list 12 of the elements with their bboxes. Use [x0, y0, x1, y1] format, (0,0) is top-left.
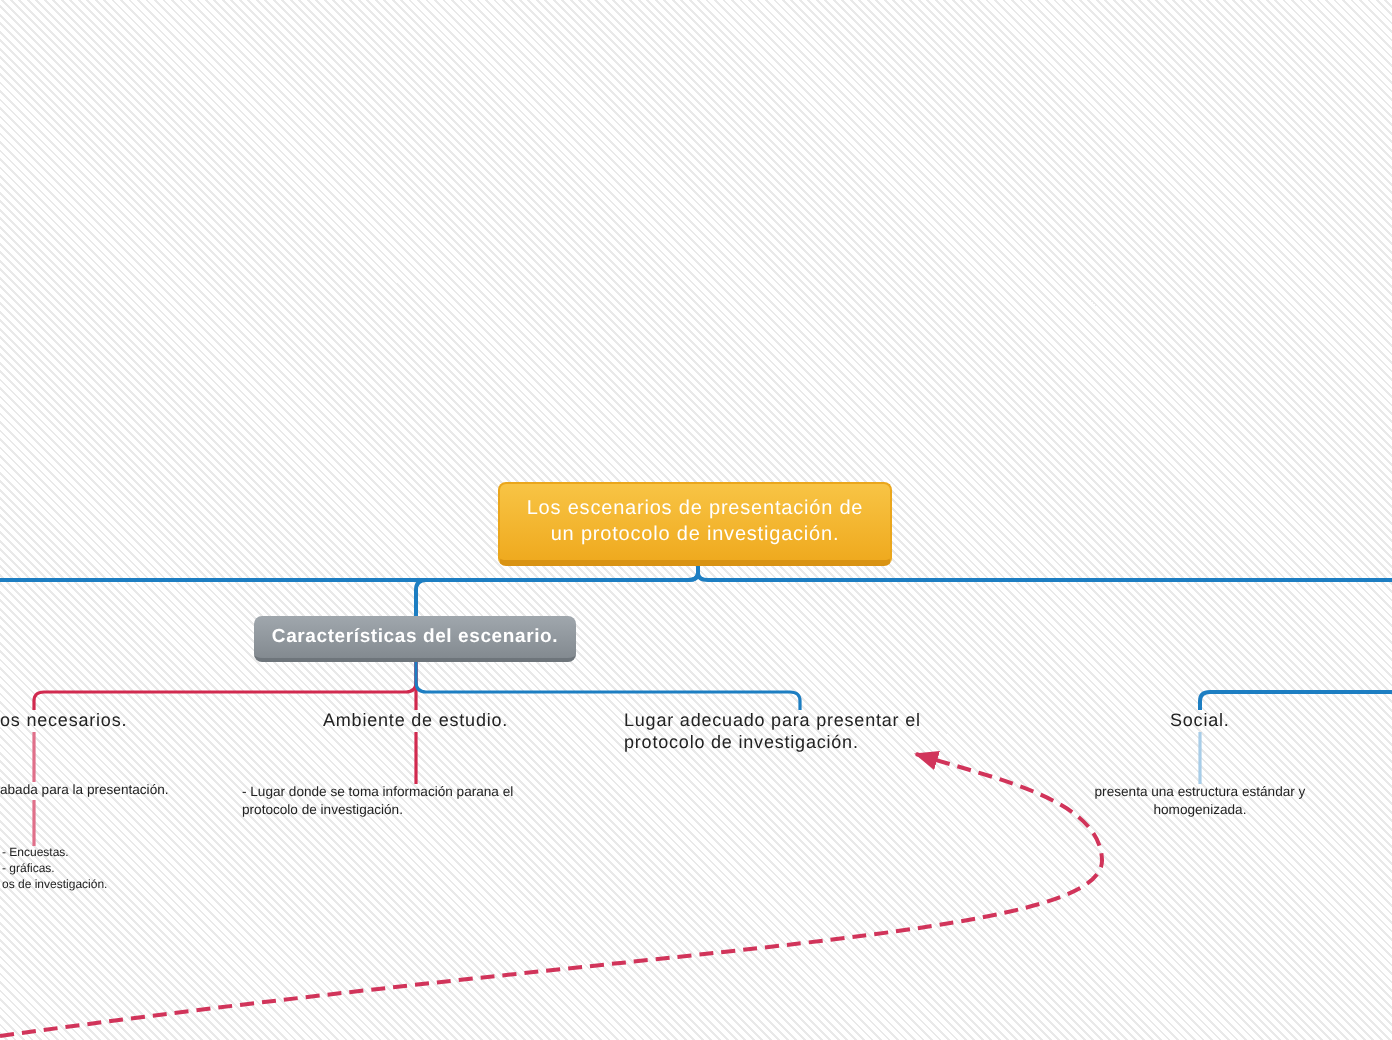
branch-topic-text: Lugar adecuado para presentar el protocolo de investigación.: [624, 710, 948, 754]
connector-line: [414, 732, 418, 784]
branch-topic-text: os necesarios.: [0, 710, 128, 732]
connector-line: [32, 732, 36, 782]
connector-line: [32, 800, 36, 846]
branch-topic-text: Ambiente de estudio.: [323, 710, 509, 732]
connector-line: [1198, 732, 1202, 784]
connector-line: [1198, 690, 1392, 710]
central-topic-box: Los escenarios de presentación de un protocolo de investigación.: [498, 482, 892, 566]
dashed-arrow: [0, 750, 1104, 1038]
subtopic-box: Características del escenario.: [254, 616, 576, 662]
branch-topic-text: Social.: [1170, 710, 1230, 732]
